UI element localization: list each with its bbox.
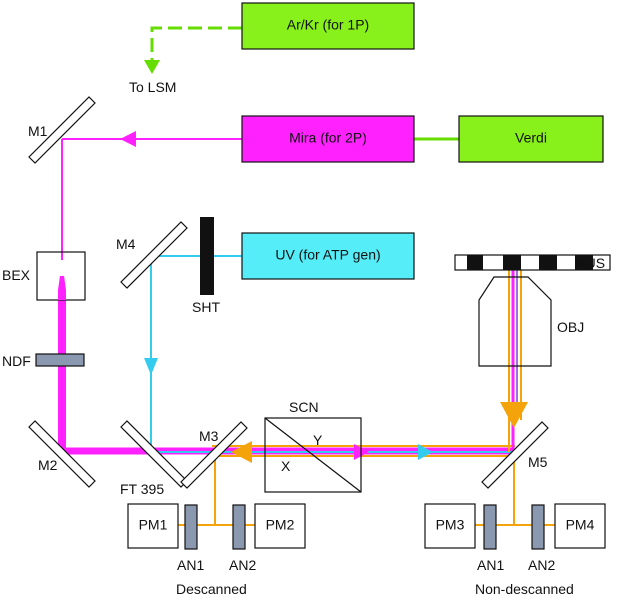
bex-label: BEX bbox=[2, 267, 31, 283]
ndf-label: NDF bbox=[2, 353, 31, 369]
uv-laser-box bbox=[241, 232, 415, 280]
expanded-beam-in-bex bbox=[58, 276, 66, 300]
m1-label: M1 bbox=[28, 123, 48, 139]
descanned-analyzer-2 bbox=[232, 504, 246, 550]
nondescanned-caption: Non-descanned bbox=[475, 581, 574, 597]
emission-arrow-down bbox=[500, 402, 528, 428]
ft395-label: FT 395 bbox=[120, 481, 164, 497]
uv-arrow-right bbox=[418, 444, 433, 460]
m5-label: M5 bbox=[528, 454, 548, 470]
sht-label: SHT bbox=[192, 299, 220, 315]
pm3-label: PM3 bbox=[436, 517, 465, 533]
arkr-beam-arrow bbox=[144, 60, 160, 74]
descanned-an2-label: AN2 bbox=[229, 557, 256, 573]
m2-label: M2 bbox=[38, 457, 58, 473]
descanned-caption: Descanned bbox=[176, 581, 247, 597]
uv-beam-arrow bbox=[144, 358, 158, 375]
pm1-detector-box bbox=[127, 503, 179, 549]
mus-label: MUS bbox=[574, 255, 605, 271]
mirror-m1 bbox=[28, 96, 96, 164]
scanner-box bbox=[264, 417, 362, 493]
m3-label: M3 bbox=[199, 428, 219, 444]
mirror-m4 bbox=[120, 221, 188, 289]
nondescanned-an2-label: AN2 bbox=[528, 557, 555, 573]
objective-lens bbox=[478, 276, 552, 367]
obj-label: OBJ bbox=[557, 319, 584, 335]
scn-x-label: X bbox=[281, 458, 291, 474]
arkr-laser-box bbox=[241, 2, 415, 50]
descanned-an1-label: AN1 bbox=[177, 557, 204, 573]
muscle-sample-stage bbox=[454, 254, 611, 271]
descanned-analyzer-1 bbox=[184, 504, 198, 550]
neutral-density-filter bbox=[35, 353, 85, 367]
m4-label: M4 bbox=[116, 236, 136, 252]
mira-laser-box bbox=[241, 115, 415, 163]
pm4-detector-box bbox=[554, 503, 606, 549]
nondescanned-analyzer-1 bbox=[483, 504, 497, 550]
mira-laser-label: Mira (for 2P) bbox=[289, 130, 367, 146]
pm4-label: PM4 bbox=[566, 517, 595, 533]
emission-arrow-left bbox=[231, 441, 252, 463]
arkr-beam bbox=[150, 26, 242, 64]
pm2-label: PM2 bbox=[266, 517, 295, 533]
verdi-laser-label: Verdi bbox=[515, 130, 547, 146]
mirror-m5 bbox=[481, 421, 549, 489]
verdi-laser-box bbox=[458, 115, 604, 163]
mirror-m3 bbox=[180, 421, 248, 489]
uv-laser-label: UV (for ATP gen) bbox=[275, 247, 380, 263]
to-lsm-label: To LSM bbox=[129, 79, 176, 95]
nondescanned-an1-label: AN1 bbox=[477, 557, 504, 573]
scn-label: SCN bbox=[289, 399, 319, 415]
pm1-label: PM1 bbox=[139, 517, 168, 533]
mirror-m2 bbox=[28, 420, 96, 488]
mira-beam-arrow bbox=[120, 131, 136, 147]
arkr-laser-label: Ar/Kr (for 1P) bbox=[287, 17, 369, 33]
pm2-detector-box bbox=[254, 503, 306, 549]
nondescanned-analyzer-2 bbox=[531, 504, 545, 550]
shutter bbox=[200, 217, 214, 295]
scn-y-label: Y bbox=[313, 432, 323, 448]
pm3-detector-box bbox=[424, 503, 476, 549]
